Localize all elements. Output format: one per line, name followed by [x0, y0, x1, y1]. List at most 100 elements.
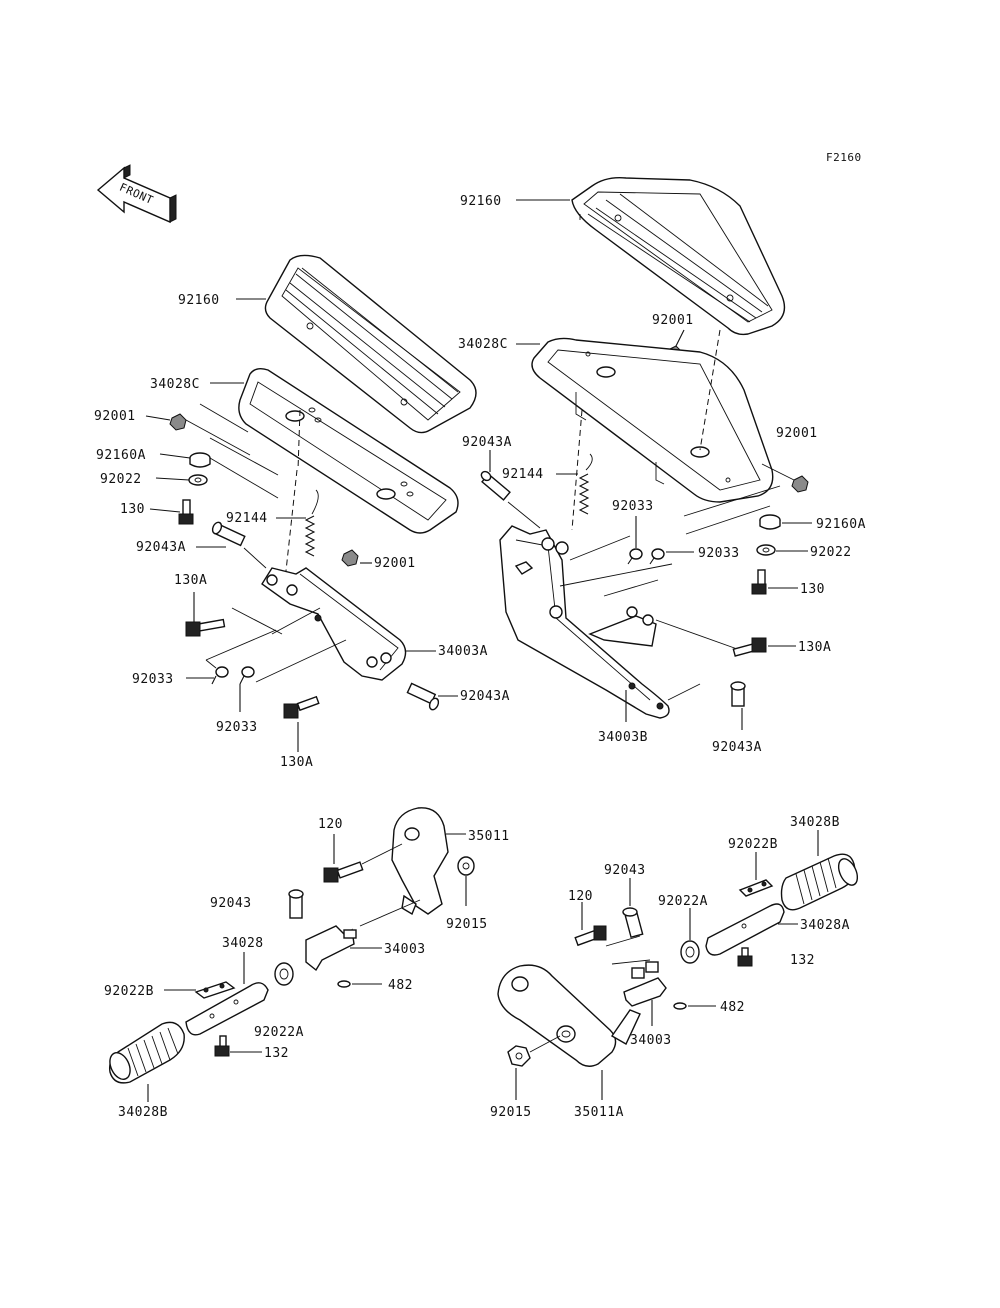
- label-left-92001-a: 92001: [94, 409, 136, 424]
- left-footboard-assembly: 92160 34028C 92001 92160A: [94, 254, 510, 770]
- label-left-92022B: 92022B: [104, 984, 154, 999]
- label-left-34003A: 34003A: [438, 644, 488, 659]
- left-nut-92001-b: [341, 549, 359, 567]
- left-spring: [304, 489, 319, 557]
- label-left-92015: 92015: [446, 917, 488, 932]
- label-left-482: 482: [388, 978, 413, 993]
- left-cotter-482: [337, 980, 351, 988]
- right-bracket: [499, 525, 670, 719]
- label-right-35011A: 35011A: [574, 1105, 624, 1120]
- label-right-92160: 92160: [460, 194, 502, 209]
- label-right-130A: 130A: [798, 640, 831, 655]
- left-damper: [189, 452, 211, 468]
- right-spring: [578, 453, 593, 515]
- right-peg-rubber: [780, 853, 859, 911]
- label-left-130: 130: [120, 502, 145, 517]
- right-bolt-132: [737, 947, 753, 967]
- label-right-92022A: 92022A: [658, 894, 708, 909]
- left-peg-rubber: [108, 1021, 185, 1084]
- right-nut-92001-b: [791, 475, 809, 493]
- label-right-130: 130: [800, 582, 825, 597]
- label-left-92043: 92043: [210, 896, 252, 911]
- label-left-92022: 92022: [100, 472, 142, 487]
- label-right-92043A-b: 92043A: [712, 740, 762, 755]
- left-cotter-92033-b: [239, 666, 255, 685]
- left-washer-92022A: [274, 962, 294, 986]
- left-holder: [391, 807, 449, 916]
- label-right-34003B: 34003B: [598, 730, 648, 745]
- right-bolt-130: [751, 569, 767, 595]
- left-bolt-130A-b: [283, 695, 320, 719]
- left-plate-92022B: [194, 981, 236, 999]
- label-left-132: 132: [264, 1046, 289, 1061]
- right-pin-92043A-b: [730, 681, 746, 707]
- right-pin-92043: [622, 907, 644, 939]
- label-right-92033-b: 92033: [698, 546, 740, 561]
- figure-code: F2160: [826, 151, 862, 164]
- right-pin-92043A-a: [480, 470, 511, 501]
- label-right-34028C: 34028C: [458, 337, 508, 352]
- left-bolt-132: [214, 1035, 230, 1057]
- label-right-482: 482: [720, 1000, 745, 1015]
- label-right-132: 132: [790, 953, 815, 968]
- label-right-92033-a: 92033: [612, 499, 654, 514]
- right-peg-arm: [705, 903, 785, 956]
- label-left-92043A-a: 92043A: [136, 540, 186, 555]
- label-right-92160A: 92160A: [816, 517, 866, 532]
- label-left-92001-b: 92001: [374, 556, 416, 571]
- left-pin-92043: [288, 889, 304, 919]
- left-nut-92015: [457, 856, 475, 876]
- label-right-92022: 92022: [810, 545, 852, 560]
- label-right-34028A: 34028A: [800, 918, 850, 933]
- label-right-34003: 34003: [630, 1033, 672, 1048]
- label-left-130A-b: 130A: [280, 755, 313, 770]
- label-right-92144: 92144: [502, 467, 544, 482]
- left-peg-arm: [185, 982, 269, 1036]
- label-left-92022A: 92022A: [254, 1025, 304, 1040]
- left-peg-assembly: 35011 120 92015 92043 34003: [104, 807, 510, 1120]
- label-left-130A-a: 130A: [174, 573, 207, 588]
- label-right-92043A-a: 92043A: [462, 435, 512, 450]
- label-left-35011: 35011: [468, 829, 510, 844]
- label-left-34028B: 34028B: [118, 1105, 168, 1120]
- label-right-34028B: 34028B: [790, 815, 840, 830]
- label-right-92022B: 92022B: [728, 837, 778, 852]
- left-nut-92001-a: [169, 413, 187, 431]
- right-damper: [759, 514, 781, 530]
- left-pin-92043A-a: [211, 521, 246, 547]
- label-left-92160A: 92160A: [96, 448, 146, 463]
- right-board-base: [531, 337, 774, 503]
- right-cotter-482: [673, 1002, 687, 1010]
- label-right-92001-a: 92001: [652, 313, 694, 328]
- right-peg-bracket: [623, 961, 667, 1007]
- label-left-92043A-b: 92043A: [460, 689, 510, 704]
- left-board-base: [238, 367, 459, 534]
- right-bolt-120: [574, 925, 607, 947]
- left-peg-bracket: [305, 925, 357, 972]
- label-left-34028: 34028: [222, 936, 264, 951]
- label-left-92160: 92160: [178, 293, 220, 308]
- left-cotter-92033-a: [211, 666, 229, 685]
- left-bolt-120: [323, 861, 364, 883]
- right-washer-92022A: [680, 940, 700, 964]
- label-left-92033-b: 92033: [216, 720, 258, 735]
- right-holder: [497, 964, 641, 1067]
- left-bolt-130A-a: [185, 618, 226, 637]
- label-right-120: 120: [568, 889, 593, 904]
- label-right-92001-b: 92001: [776, 426, 818, 441]
- right-cotter-92033-b: [649, 548, 665, 565]
- left-bolt-130: [178, 499, 194, 525]
- left-washer: [188, 474, 208, 486]
- right-washer: [756, 544, 776, 556]
- right-cotter-92033-a: [627, 548, 643, 565]
- right-plate-92022B: [738, 879, 774, 897]
- label-left-34028C: 34028C: [150, 377, 200, 392]
- right-board-top: [571, 176, 786, 336]
- label-right-92015: 92015: [490, 1105, 532, 1120]
- label-left-34003: 34003: [384, 942, 426, 957]
- left-board-top: [264, 254, 477, 434]
- front-arrow-icon: FRONT: [96, 164, 177, 224]
- label-left-92033-a: 92033: [132, 672, 174, 687]
